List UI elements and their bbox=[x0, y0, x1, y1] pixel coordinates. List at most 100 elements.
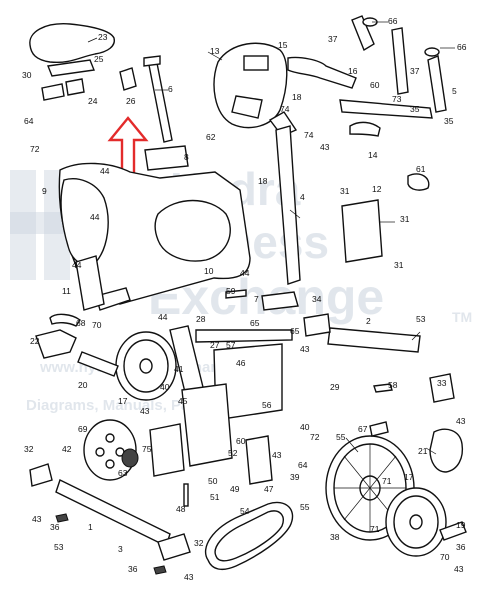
right-crank-disk bbox=[385, 428, 467, 557]
callout-56: 56 bbox=[262, 400, 272, 410]
callout-18: 18 bbox=[292, 92, 302, 102]
callout-10: 10 bbox=[204, 266, 214, 276]
callout-74: 74 bbox=[304, 130, 314, 140]
watermark-logo-bar-mid bbox=[10, 212, 70, 234]
bracket bbox=[341, 199, 383, 263]
callout-27: 27 bbox=[210, 340, 220, 350]
callout-42: 42 bbox=[62, 444, 72, 454]
callout-31: 31 bbox=[400, 214, 410, 224]
callout-31: 31 bbox=[394, 260, 404, 270]
callout-17: 17 bbox=[404, 472, 414, 482]
left-flywheel bbox=[83, 419, 139, 481]
callout-53: 53 bbox=[416, 314, 426, 324]
callout-26: 26 bbox=[126, 96, 136, 106]
callout-44: 44 bbox=[90, 212, 100, 222]
callout-5: 5 bbox=[452, 86, 457, 96]
leader-lines bbox=[87, 21, 455, 455]
callout-3: 3 bbox=[118, 544, 123, 554]
callout-36: 36 bbox=[456, 542, 466, 552]
callout-63: 63 bbox=[118, 468, 128, 478]
console bbox=[213, 42, 288, 129]
callout-4: 4 bbox=[300, 192, 305, 202]
callout-11: 11 bbox=[62, 286, 71, 296]
callout-17: 17 bbox=[118, 396, 128, 406]
callout-35: 35 bbox=[444, 116, 454, 126]
callout-73: 73 bbox=[392, 94, 402, 104]
callout-36: 36 bbox=[128, 564, 138, 574]
callout-34: 34 bbox=[312, 294, 322, 304]
callout-40: 40 bbox=[300, 422, 310, 432]
callout-37: 37 bbox=[328, 34, 338, 44]
callout-48: 48 bbox=[176, 504, 186, 514]
callout-46: 46 bbox=[236, 358, 246, 368]
callout-72: 72 bbox=[310, 432, 320, 442]
callout-31: 31 bbox=[340, 186, 350, 196]
callout-15: 15 bbox=[278, 40, 288, 50]
callout-70: 70 bbox=[92, 320, 102, 330]
callout-49: 49 bbox=[230, 484, 240, 494]
callout-43: 43 bbox=[454, 564, 464, 574]
callout-74: 74 bbox=[280, 104, 290, 114]
callout-43: 43 bbox=[272, 450, 282, 460]
front-stabilizer bbox=[29, 463, 191, 575]
callout-44: 44 bbox=[158, 312, 168, 322]
callout-32: 32 bbox=[194, 538, 204, 548]
callout-65: 65 bbox=[290, 326, 300, 336]
callout-64: 64 bbox=[24, 116, 34, 126]
callout-32: 32 bbox=[24, 444, 34, 454]
callout-28: 28 bbox=[196, 314, 206, 324]
callout-33: 33 bbox=[437, 378, 447, 388]
callout-62: 62 bbox=[206, 132, 216, 142]
callout-36: 36 bbox=[50, 522, 60, 532]
callout-18: 18 bbox=[258, 176, 268, 186]
callout-53: 53 bbox=[54, 542, 64, 552]
callout-14: 14 bbox=[368, 150, 378, 160]
callout-69: 69 bbox=[78, 424, 88, 434]
callout-54: 54 bbox=[240, 506, 250, 516]
watermark-logo-bar-left bbox=[10, 170, 36, 280]
callout-43: 43 bbox=[320, 142, 330, 152]
upper-handlebars bbox=[268, 15, 447, 137]
callout-19: 19 bbox=[456, 520, 466, 530]
callout-60: 60 bbox=[236, 436, 246, 446]
callout-66: 66 bbox=[388, 16, 398, 26]
left-pedal-crank bbox=[35, 313, 177, 401]
callout-16: 16 bbox=[348, 66, 358, 76]
callout-29: 29 bbox=[330, 382, 340, 392]
callout-39: 39 bbox=[290, 472, 300, 482]
callout-40: 40 bbox=[160, 382, 170, 392]
callout-38: 38 bbox=[330, 532, 340, 542]
callout-43: 43 bbox=[300, 344, 310, 354]
callout-68: 68 bbox=[76, 318, 86, 328]
drive-belt bbox=[204, 501, 294, 571]
callout-44: 44 bbox=[72, 260, 82, 270]
callout-45: 45 bbox=[178, 396, 188, 406]
callout-8: 8 bbox=[184, 152, 189, 162]
callout-70: 70 bbox=[440, 552, 450, 562]
callout-43: 43 bbox=[184, 572, 194, 582]
callout-52: 52 bbox=[228, 448, 238, 458]
callout-43: 43 bbox=[32, 514, 42, 524]
callout-1: 1 bbox=[88, 522, 93, 532]
callout-2: 2 bbox=[366, 316, 371, 326]
callout-50: 50 bbox=[208, 476, 218, 486]
hardware bbox=[149, 173, 430, 507]
callout-43: 43 bbox=[456, 416, 466, 426]
shroud bbox=[58, 162, 251, 311]
callout-37: 37 bbox=[410, 66, 420, 76]
callout-64: 64 bbox=[298, 460, 308, 470]
callout-9: 9 bbox=[42, 186, 47, 196]
callout-67: 67 bbox=[358, 424, 368, 434]
callout-47: 47 bbox=[264, 484, 274, 494]
seat-post bbox=[119, 55, 189, 171]
callout-20: 20 bbox=[78, 380, 88, 390]
callout-61: 61 bbox=[416, 164, 426, 174]
callout-41: 41 bbox=[174, 364, 184, 374]
callout-71: 71 bbox=[370, 524, 380, 534]
callout-6: 6 bbox=[168, 84, 173, 94]
callout-55: 55 bbox=[300, 502, 310, 512]
callout-58: 58 bbox=[388, 380, 398, 390]
